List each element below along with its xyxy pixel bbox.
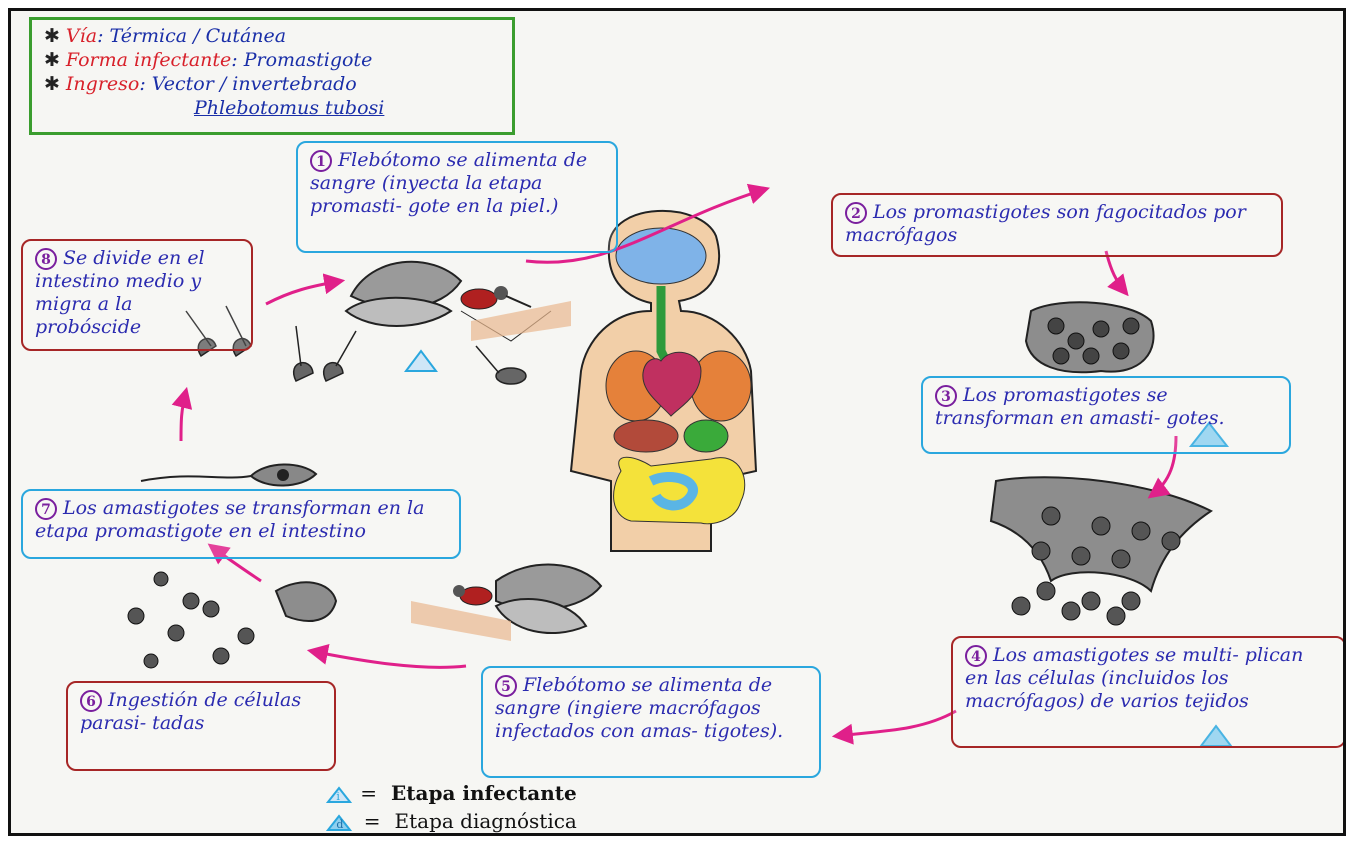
legend-diagnostic-eq: = — [364, 809, 381, 833]
step-7-text: Los amastigotes se transforman en la eta… — [35, 497, 424, 542]
sandfly-feeding-2 — [411, 565, 601, 641]
brain-shape — [616, 228, 706, 284]
step-5-number: 5 — [495, 675, 517, 697]
human-body-illustration — [571, 211, 756, 551]
step-3-text: Los promastigotes se transforman en amas… — [935, 384, 1225, 429]
legend-diagnostic-text: Etapa diagnóstica — [395, 809, 577, 833]
arrow-7-to-8 — [181, 391, 186, 441]
step-2-text: Los promastigotes son fagocitados por ma… — [845, 201, 1246, 246]
liver-shape — [614, 420, 678, 452]
diagnostic-symbol-letter: d — [336, 818, 343, 831]
stomach-shape — [684, 420, 728, 452]
arrow-5-to-6 — [311, 651, 466, 667]
promastigote-elongated — [141, 464, 316, 485]
infective-stage-marker — [406, 351, 436, 371]
step-3-number: 3 — [935, 385, 957, 407]
macrophage-2 — [991, 477, 1211, 625]
arrow-8-to-1 — [266, 281, 341, 304]
legend-diagnostic: d = Etapa diagnóstica — [326, 809, 577, 833]
amastigotes-scatter — [128, 572, 336, 668]
step-2-number: 2 — [845, 202, 867, 224]
legend-infective: i = Etapa infectante — [326, 781, 577, 805]
step-6-number: 6 — [80, 690, 102, 712]
macrophage-1 — [1026, 302, 1154, 372]
step-8-text: Se divide en el intestino medio y migra … — [35, 247, 205, 338]
step-4-text: Los amastigotes se multi- plican en las … — [965, 644, 1303, 712]
step-1-text: Flebótomo se alimenta de sangre (inyecta… — [310, 149, 587, 217]
large-intestine-shape — [614, 457, 745, 524]
sandfly-feeding-1 — [346, 262, 571, 341]
step-6-text: Ingestión de células parasi- tadas — [80, 689, 301, 734]
arrow-4-to-5 — [836, 711, 956, 736]
legend-infective-text: Etapa infectante — [391, 781, 577, 805]
step-1-number: 1 — [310, 150, 332, 172]
step-5-text: Flebótomo se alimenta de sangre (ingiere… — [495, 674, 783, 742]
legend-infective-eq: = — [360, 781, 377, 805]
step-8-number: 8 — [35, 248, 57, 270]
step-7-number: 7 — [35, 498, 57, 520]
diagram-canvas: ✱Vía: Térmica / Cutánea ✱Forma infectant… — [8, 8, 1346, 836]
infective-symbol-letter: i — [336, 790, 340, 803]
step-4-number: 4 — [965, 645, 987, 667]
arrow-2-to-macrophage — [1106, 251, 1126, 293]
lung-right — [691, 351, 751, 421]
